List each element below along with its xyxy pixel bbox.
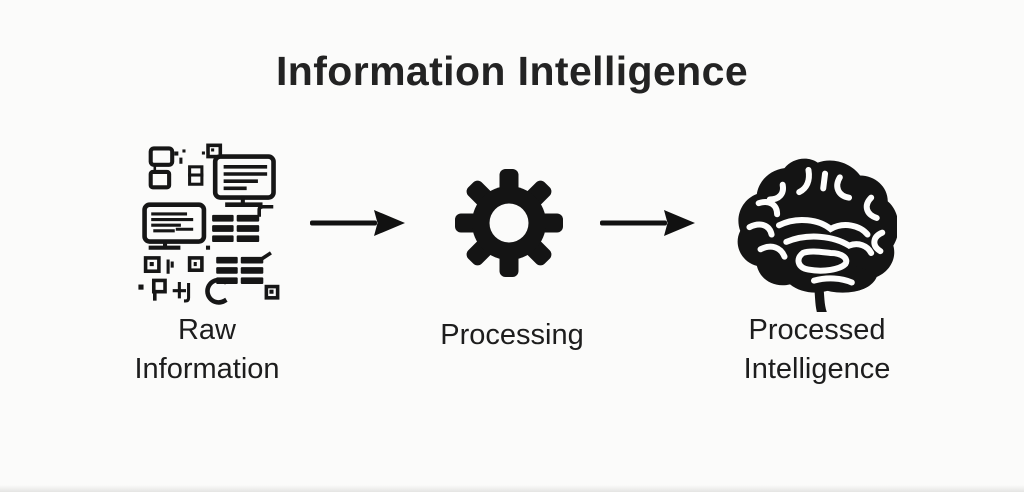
arrow-right-icon (308, 201, 408, 245)
processed-intelligence-label-line2: Intelligence (743, 353, 891, 385)
brain-icon (731, 146, 897, 312)
raw-data-cluster-icon (120, 131, 294, 305)
arrow-right-svg (310, 210, 405, 236)
raw-information-label: Raw Information (87, 311, 327, 389)
processed-intelligence-label: Processed Intelligence (697, 311, 937, 389)
processing-label-line1: Processing (440, 319, 584, 351)
brain-svg (737, 158, 897, 312)
raw-information-label-line1: Raw (177, 314, 236, 346)
bottom-edge-artifact (0, 485, 1024, 492)
gear-svg (455, 169, 563, 277)
processing-label: Processing (392, 316, 632, 355)
processed-intelligence-label-line1: Processed (748, 314, 886, 346)
raw-information-label-line2: Information (134, 353, 280, 385)
raw-data-cluster-svg (138, 143, 280, 305)
gear-icon (454, 168, 564, 278)
arrow-right-icon (598, 201, 698, 245)
arrow-right-svg (600, 210, 695, 236)
diagram-title: Information Intelligence (275, 48, 749, 94)
